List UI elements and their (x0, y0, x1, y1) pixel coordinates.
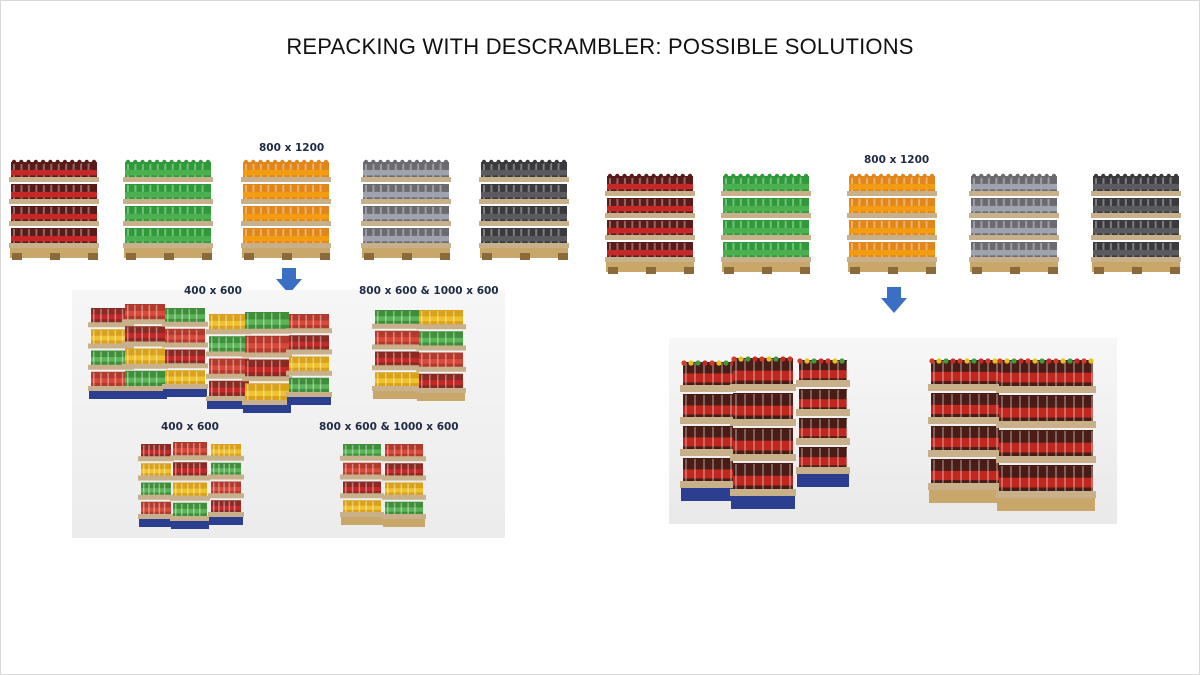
right-pallet-red (605, 173, 695, 274)
mixed-stack-blue-f (286, 314, 332, 405)
left-pallet-orange (241, 159, 331, 260)
right-down-arrow (881, 287, 907, 313)
cola-stack-wood-a (928, 358, 1002, 503)
left-down-arrow (276, 268, 302, 294)
right-pallet-orange (847, 173, 937, 274)
right-pallet-green (721, 173, 811, 274)
label-400x600-top: 400 x 600 (184, 285, 242, 297)
mixed-stack-wood-b (416, 310, 466, 401)
left-pallet-dark (479, 159, 569, 260)
cola-stack-blue-c (796, 358, 850, 487)
mixed-stack-blue-c (162, 308, 208, 397)
mixed-stack-blue-h (170, 442, 210, 529)
left-pallet-green (123, 159, 213, 260)
right-source-label: 800 x 1200 (864, 154, 930, 166)
label-400x600-bottom: 400 x 600 (161, 421, 219, 433)
label-800x600-1000x600-bottom: 800 x 600 & 1000 x 600 (319, 421, 459, 433)
left-pallet-water (361, 159, 451, 260)
right-pallet-dark (1091, 173, 1181, 274)
mixed-stack-blue-e (242, 312, 292, 413)
mixed-stack-blue-i (208, 444, 244, 525)
left-source-label: 800 x 1200 (259, 142, 325, 154)
mixed-stack-wood-c (340, 444, 384, 525)
cola-stack-blue-a (680, 360, 736, 501)
mixed-stack-blue-b (122, 304, 168, 399)
mixed-stack-blue-a (88, 308, 134, 399)
label-800x600-1000x600-top: 800 x 600 & 1000 x 600 (359, 285, 499, 297)
cola-stack-blue-b (730, 356, 796, 509)
cola-stack-wood-b (996, 358, 1096, 511)
mixed-stack-wood-d (382, 444, 426, 527)
right-pallet-water (969, 173, 1059, 274)
mixed-stack-wood-a (372, 310, 422, 399)
mixed-stack-blue-d (206, 314, 252, 409)
slide-title: REPACKING WITH DESCRAMBLER: POSSIBLE SOL… (286, 34, 914, 59)
left-pallet-red (9, 159, 99, 260)
mixed-stack-blue-g (138, 444, 174, 527)
